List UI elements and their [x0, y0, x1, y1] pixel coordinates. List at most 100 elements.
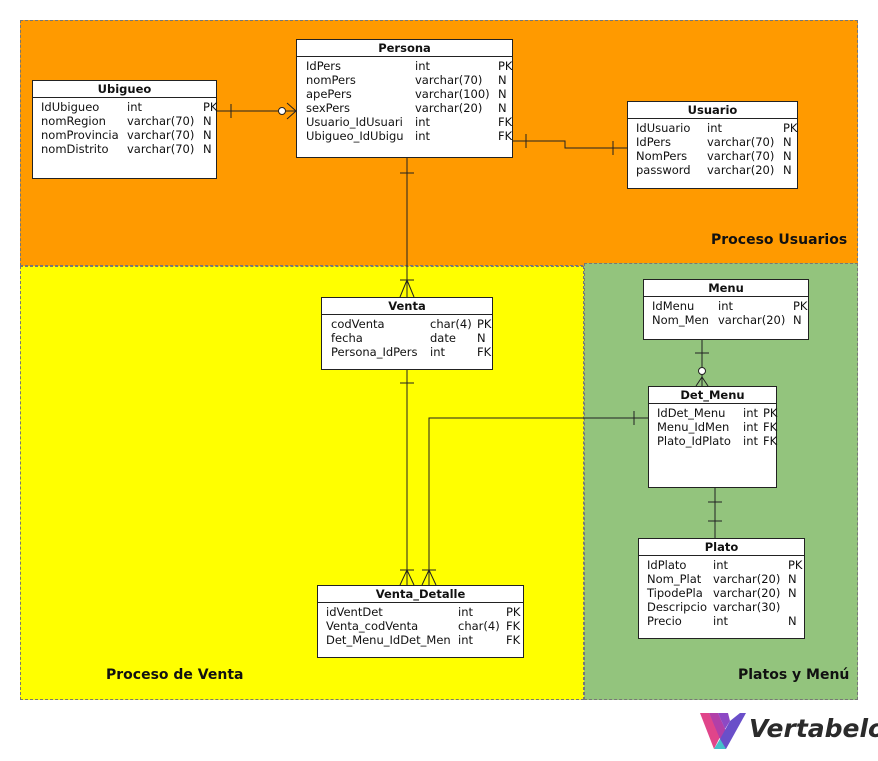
column-key: PK: [477, 317, 492, 331]
column-key: N: [793, 313, 802, 327]
column-type: int: [430, 345, 445, 359]
column-key: N: [203, 128, 212, 142]
column-key: PK: [763, 406, 778, 420]
column-key: PK: [793, 299, 808, 313]
column-type: int: [718, 299, 733, 313]
area-title-venta: Proceso de Venta: [106, 667, 244, 683]
column-type: int: [415, 115, 430, 129]
column-type: int: [743, 434, 758, 448]
column-key: N: [788, 586, 797, 600]
column-name: IdDet_Menu: [657, 406, 726, 420]
column-key: N: [788, 572, 797, 586]
rel-detmenu-detalle[interactable]: [428, 417, 648, 585]
entity-title: Usuario: [628, 102, 797, 119]
entity-title: Venta: [322, 298, 492, 315]
column-name: Ubigueo_IdUbigu: [306, 129, 404, 143]
vertabelo-logo-icon: [700, 713, 746, 749]
column-name: IdUbigueo: [41, 100, 100, 114]
entity-title: Menu: [644, 280, 808, 297]
vertabelo-logo-text: Vertabelo: [749, 714, 878, 743]
column-name: TipodePla: [647, 586, 703, 600]
column-type: int: [707, 121, 722, 135]
column-type: varchar(70): [707, 149, 775, 163]
column-key: N: [498, 87, 507, 101]
column-name: IdMenu: [652, 299, 695, 313]
column-name: nomPers: [306, 73, 356, 87]
column-type: int: [713, 614, 728, 628]
column-name: Precio: [647, 614, 682, 628]
column-name: Descripcio: [647, 600, 708, 614]
entity-title: Plato: [639, 539, 804, 556]
entity-title: Venta_Detalle: [318, 586, 523, 603]
column-row: IdPers int PK: [301, 59, 512, 73]
column-key: FK: [763, 434, 778, 448]
column-name: Nom_Men: [652, 313, 709, 327]
column-type: varchar(20): [718, 313, 786, 327]
column-key: PK: [506, 605, 521, 619]
column-type: varchar(70): [415, 73, 483, 87]
column-name: codVenta: [331, 317, 385, 331]
column-name: apePers: [306, 87, 352, 101]
entity-title: Persona: [297, 40, 512, 57]
column-key: PK: [498, 59, 513, 73]
column-type: varchar(20): [713, 586, 781, 600]
column-name: nomProvincia: [41, 128, 119, 142]
area-title-usuarios: Proceso Usuarios: [711, 232, 848, 248]
column-name: Usuario_IdUsuari: [306, 115, 403, 129]
column-type: int: [415, 129, 430, 143]
column-type: varchar(20): [713, 572, 781, 586]
column-key: PK: [783, 121, 798, 135]
column-name: Nom_Plat: [647, 572, 702, 586]
column-key: N: [788, 614, 797, 628]
column-name: sexPers: [306, 101, 350, 115]
column-key: FK: [763, 420, 778, 434]
column-name: Menu_IdMen: [657, 420, 730, 434]
column-key: N: [203, 114, 212, 128]
column-type: char(4): [430, 317, 472, 331]
column-row: codVenta char(4) PK: [326, 317, 492, 331]
column-type: varchar(70): [707, 135, 775, 149]
column-name: Venta_codVenta: [326, 619, 419, 633]
column-type: char(4): [458, 619, 500, 633]
column-type: date: [430, 331, 456, 345]
column-row: IdMenu int PK: [648, 299, 808, 313]
column-row: TipodePla varchar(20) N: [643, 586, 800, 600]
column-key: N: [783, 163, 792, 177]
column-name: IdPers: [306, 59, 342, 73]
area-title-platos: Platos y Menú: [738, 667, 850, 683]
column-type: varchar(20): [415, 101, 483, 115]
entity-menu[interactable]: Menu IdMenu int PK Nom_Men varchar(20) N: [643, 279, 809, 340]
column-type: int: [458, 605, 473, 619]
column-name: Plato_IdPlato: [657, 434, 731, 448]
column-key: FK: [506, 633, 521, 647]
column-type: varchar(70): [127, 128, 195, 142]
column-type: int: [743, 406, 758, 420]
column-type: int: [415, 59, 430, 73]
column-name: fecha: [331, 331, 363, 345]
rel-persona-usuario[interactable]: [513, 140, 627, 149]
entity-title: Det_Menu: [649, 387, 776, 404]
column-type: varchar(30): [713, 600, 781, 614]
